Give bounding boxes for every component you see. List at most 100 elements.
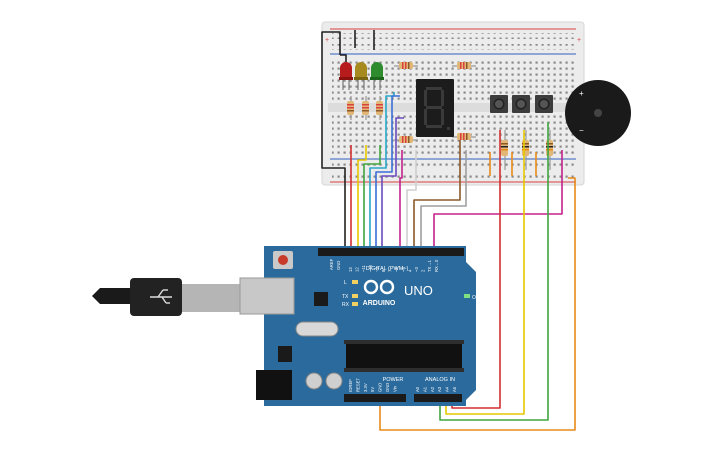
led-green[interactable]	[370, 62, 384, 90]
digital-pin-label-0: 13	[348, 267, 353, 272]
resistor-led-1[interactable]	[347, 96, 354, 120]
wire-d12-yellow[interactable]	[357, 145, 367, 250]
usb-port	[239, 277, 295, 315]
gnd-label: GND	[336, 261, 341, 270]
rx-label: RX	[342, 302, 350, 308]
digital-pin-label-2: ~11	[361, 265, 366, 272]
power-jack	[256, 370, 292, 400]
led-red[interactable]	[339, 62, 353, 90]
usb-cable	[92, 278, 240, 316]
resistor-btn-1[interactable]	[501, 130, 508, 170]
usb-cable-end	[92, 288, 134, 304]
buzzer-minus-label: −	[579, 126, 584, 135]
wire-d4-gray[interactable]	[420, 150, 467, 250]
top-rail-holes-2	[332, 44, 576, 50]
analog-header	[414, 394, 462, 402]
brand-label: ARDUINO	[363, 300, 396, 307]
digital-pin-label-4: ~9	[374, 267, 379, 272]
bottom-rail-holes-2	[332, 173, 576, 179]
digital-pin-label-7: ~6	[394, 267, 399, 272]
wire-d6-white[interactable]	[406, 150, 417, 250]
piezo-buzzer[interactable]: + −	[565, 80, 631, 146]
resistor-led-3[interactable]	[376, 96, 383, 120]
bottom-rail-holes-1	[332, 163, 576, 169]
tx-led	[352, 294, 358, 298]
analog-label: ANALOG IN	[425, 377, 455, 383]
wire-button-jumpers[interactable]	[489, 152, 537, 176]
crystal	[295, 321, 339, 337]
digital-pin-label-11: 2	[421, 269, 426, 272]
model-label: UNO	[404, 283, 433, 298]
power-pin-label-6: Vin	[392, 385, 397, 392]
on-led	[464, 294, 470, 298]
resistor-led-2[interactable]	[362, 96, 369, 120]
wire-d7-magenta[interactable]	[399, 150, 403, 250]
wire-d9-blue[interactable]	[375, 95, 400, 250]
digital-pin-label-8: ~5	[401, 267, 406, 272]
power-pin-label-5: GND	[385, 383, 390, 392]
wire-d11-green[interactable]	[363, 145, 381, 250]
power-pin-label-3: 5V	[370, 387, 375, 392]
power-pin-label-2: 3.3V	[363, 383, 368, 392]
atmega-chip	[346, 344, 462, 368]
power-label: POWER	[383, 377, 404, 383]
digital-pin-label-1: 12	[355, 267, 360, 272]
reset-button[interactable]	[278, 255, 288, 265]
analog-pin-label-4: A4	[445, 386, 450, 392]
capacitor-2	[325, 372, 343, 390]
rail-plus-label: +	[325, 37, 329, 44]
arduino-uno-board[interactable]	[239, 246, 476, 406]
digital-pin-label-6: 7	[388, 269, 393, 272]
resistor-top-1[interactable]	[394, 62, 418, 69]
wire-a-green[interactable]	[439, 122, 549, 421]
seven-segment-display[interactable]	[416, 79, 454, 137]
analog-pin-label-2: A2	[430, 386, 435, 392]
tx-label: TX	[342, 294, 349, 300]
digital-pin-label-13: RX←0	[434, 259, 439, 272]
wires	[321, 30, 576, 431]
push-button-1[interactable]	[490, 95, 508, 113]
analog-pin-label-3: A3	[437, 386, 442, 392]
top-rail-holes-1	[332, 33, 576, 39]
capacitor-1	[305, 372, 323, 390]
rx-led	[352, 302, 358, 306]
on-label: ON	[472, 295, 480, 301]
power-pin-label-0: IOREF	[348, 379, 353, 392]
analog-pin-label-5: A5	[452, 386, 457, 392]
usb-plug-metal	[182, 284, 240, 312]
digital-header	[318, 248, 464, 256]
digital-pin-label-3: ~10	[368, 264, 373, 272]
digital-pin-label-9: 4	[407, 269, 412, 272]
digital-pin-label-12: TX→1	[427, 259, 432, 272]
push-button-3[interactable]	[535, 95, 553, 113]
wire-5v-orange[interactable]	[379, 177, 576, 431]
resistor-mid-1[interactable]	[394, 136, 418, 143]
resistor-mid-2[interactable]	[452, 133, 476, 140]
power-header	[344, 394, 406, 402]
digital-label: DIGITAL (PWM~)	[366, 266, 409, 272]
resistor-top-2[interactable]	[452, 62, 476, 69]
small-chip	[314, 292, 328, 306]
l-led	[352, 280, 358, 284]
wire-d5-brown[interactable]	[413, 140, 461, 250]
wire-gnd-black[interactable]	[321, 31, 346, 250]
wire-led-gnd[interactable]	[354, 30, 375, 50]
wire-d3-magenta[interactable]	[433, 150, 563, 250]
led-yellow[interactable]	[354, 62, 368, 90]
resistors	[347, 62, 553, 170]
analog-pin-label-0: A0	[415, 386, 420, 392]
analog-pin-label-1: A1	[422, 386, 427, 392]
leds	[339, 62, 384, 90]
rail-plus-label-right: +	[577, 37, 581, 44]
regulator	[278, 346, 292, 362]
push-buttons	[490, 95, 553, 113]
push-button-2[interactable]	[512, 95, 530, 113]
buzzer-plus-label: +	[579, 89, 584, 98]
usb-icon	[150, 289, 172, 304]
wire-d8-purple[interactable]	[381, 117, 404, 250]
